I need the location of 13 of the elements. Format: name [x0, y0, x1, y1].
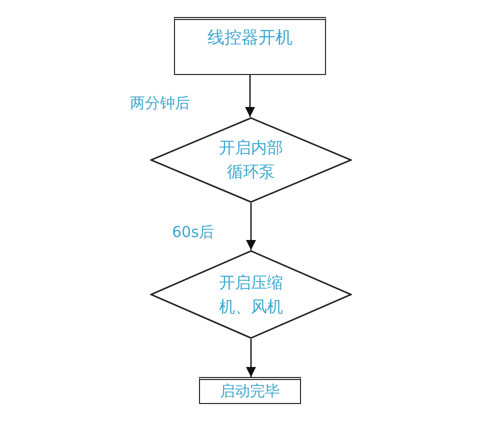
decision-diamond	[150, 250, 352, 339]
process-box	[174, 17, 326, 75]
node-text: 线控器开机	[206, 27, 294, 50]
decision-diamond	[150, 117, 352, 203]
arrow	[246, 339, 256, 377]
edge-label: 60s后	[172, 223, 214, 242]
arrow	[246, 203, 256, 250]
node-text: 开启压缩机、风机	[218, 272, 284, 318]
node-text: 开启内部循环泵	[218, 137, 284, 183]
arrow	[245, 75, 255, 117]
edge-label: 两分钟后	[130, 94, 190, 113]
node-text: 启动完毕	[219, 381, 281, 402]
process-box	[199, 377, 301, 404]
